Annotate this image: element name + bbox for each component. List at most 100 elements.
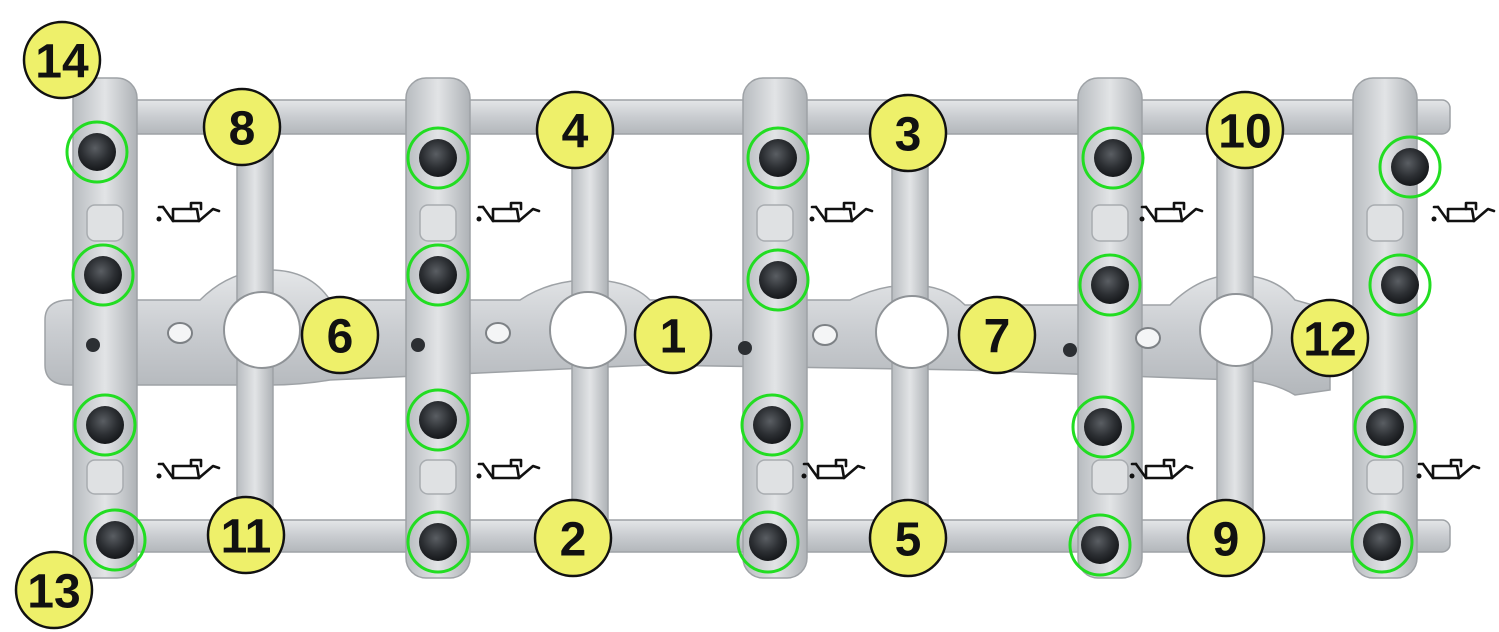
- sequence-number: 8: [229, 103, 256, 156]
- bearing-bore: [223, 291, 301, 369]
- sequence-badge: 5: [868, 498, 948, 578]
- bearing-pillar: [72, 77, 138, 579]
- dowel-hole: [812, 324, 838, 346]
- bearing-bore: [549, 291, 627, 369]
- bolt-highlight-ring: [1353, 395, 1417, 459]
- bearing-pillar: [1077, 77, 1143, 579]
- dowel-hole: [1135, 327, 1161, 349]
- oil-gallery-hole: [1063, 343, 1077, 357]
- sequence-number: 12: [1303, 314, 1356, 367]
- oil-can-icon: [1431, 201, 1496, 223]
- sequence-number: 9: [1213, 514, 1240, 567]
- bolt-head-icon: [1381, 266, 1419, 304]
- sequence-number: 4: [562, 106, 589, 159]
- sequence-badge: 9: [1186, 498, 1266, 578]
- tightening-sequence-badges: 14 8 4 3 10 6 1 7 12 11 2 5 9 13: [14, 20, 1370, 630]
- bolt-highlight-ring: [1068, 513, 1132, 577]
- sequence-badge-circle: [1290, 298, 1370, 378]
- bolt-highlight-ring: [736, 510, 800, 574]
- journal-boss: [1366, 204, 1404, 242]
- bolt-highlight-ring: [1368, 253, 1432, 317]
- journal-boss: [1366, 459, 1404, 495]
- sequence-number: 5: [895, 514, 922, 567]
- bolt-head-icon: [1366, 408, 1404, 446]
- sequence-badge: 3: [868, 93, 948, 173]
- sequence-number: 3: [895, 109, 922, 162]
- bearing-bore: [875, 295, 949, 369]
- bolt-head-icon: [1084, 408, 1122, 446]
- bolt-head-icon: [84, 256, 122, 294]
- journal-boss: [86, 204, 124, 242]
- journal-boss: [756, 204, 794, 242]
- oil-can-icon: [476, 201, 541, 223]
- bolt-head-icon: [78, 133, 116, 171]
- sequence-badge-circle: [868, 498, 948, 578]
- sequence-number: 11: [221, 511, 272, 564]
- oil-can-icon: [156, 458, 221, 480]
- bolt-head-icon: [419, 523, 457, 561]
- sequence-badge: 1: [633, 295, 713, 375]
- oil-gallery-hole: [738, 341, 752, 355]
- bolt-highlight-ring: [1081, 126, 1145, 190]
- journal-boss: [419, 204, 457, 242]
- bolt-head-icon: [96, 521, 134, 559]
- bolt-highlight-ring: [406, 243, 470, 307]
- bearing-bore: [1199, 293, 1273, 367]
- sequence-badge-circle: [633, 295, 713, 375]
- sequence-badge-circle: [202, 87, 282, 167]
- bolt-highlight-ring: [740, 393, 804, 457]
- bolt-highlight-ring: [1071, 395, 1135, 459]
- sequence-badge-circle: [1205, 90, 1285, 170]
- dowel-hole: [485, 322, 511, 344]
- dowel-hole: [167, 322, 193, 344]
- sequence-badge: 12: [1290, 298, 1370, 378]
- sequence-number: 6: [327, 311, 354, 364]
- bolt-highlight-ring: [73, 393, 137, 457]
- bolt-highlight-ring: [1378, 135, 1442, 199]
- sequence-badge: 13: [14, 550, 94, 630]
- sequence-badge: 11: [206, 495, 286, 575]
- sequence-badge-circle: [535, 90, 615, 170]
- bolt-highlight-ring: [406, 126, 470, 190]
- sequence-badge: 8: [202, 87, 282, 167]
- journal-boss: [1091, 459, 1129, 495]
- bolt-head-icon: [1094, 139, 1132, 177]
- bolt-head-icon: [759, 261, 797, 299]
- bolt-highlight-ring: [71, 243, 135, 307]
- bolt-head-icon: [753, 406, 791, 444]
- bolt-highlight-ring: [1078, 253, 1142, 317]
- bolt-head-icon: [749, 523, 787, 561]
- sequence-badge: 6: [300, 295, 380, 375]
- sequence-badge: 7: [957, 295, 1037, 375]
- oil-can-icon: [1129, 458, 1194, 480]
- sequence-badge-circle: [300, 295, 380, 375]
- sequence-badge: 10: [1205, 90, 1285, 170]
- oil-gallery-hole: [86, 338, 100, 352]
- sequence-badge-circle: [533, 498, 613, 578]
- oil-marker-group: [156, 201, 1496, 480]
- sequence-badge-circle: [1186, 498, 1266, 578]
- sequence-badge-circle: [957, 295, 1037, 375]
- bolt-highlight-ring: [83, 508, 147, 572]
- bolt-head-icon: [1363, 523, 1401, 561]
- bolt-highlight-ring: [406, 510, 470, 574]
- journal-boss: [756, 459, 794, 495]
- sequence-number: 14: [35, 36, 89, 89]
- oil-can-icon: [476, 458, 541, 480]
- sequence-number: 2: [560, 514, 587, 567]
- journal-boss: [86, 459, 124, 495]
- bolt-head-icon: [1091, 266, 1129, 304]
- sequence-badge-circle: [868, 93, 948, 173]
- sequence-badge-circle: [14, 550, 94, 630]
- bolt-head-icon: [86, 406, 124, 444]
- bolt-highlight-ring: [406, 388, 470, 452]
- journal-boss: [1091, 204, 1129, 242]
- sequence-badge-circle: [206, 495, 286, 575]
- oil-can-icon: [156, 201, 221, 223]
- oil-can-icon: [1139, 201, 1204, 223]
- bolt-highlight-ring: [1350, 510, 1414, 574]
- oil-gallery-hole: [411, 338, 425, 352]
- sequence-badge-circle: [22, 20, 102, 100]
